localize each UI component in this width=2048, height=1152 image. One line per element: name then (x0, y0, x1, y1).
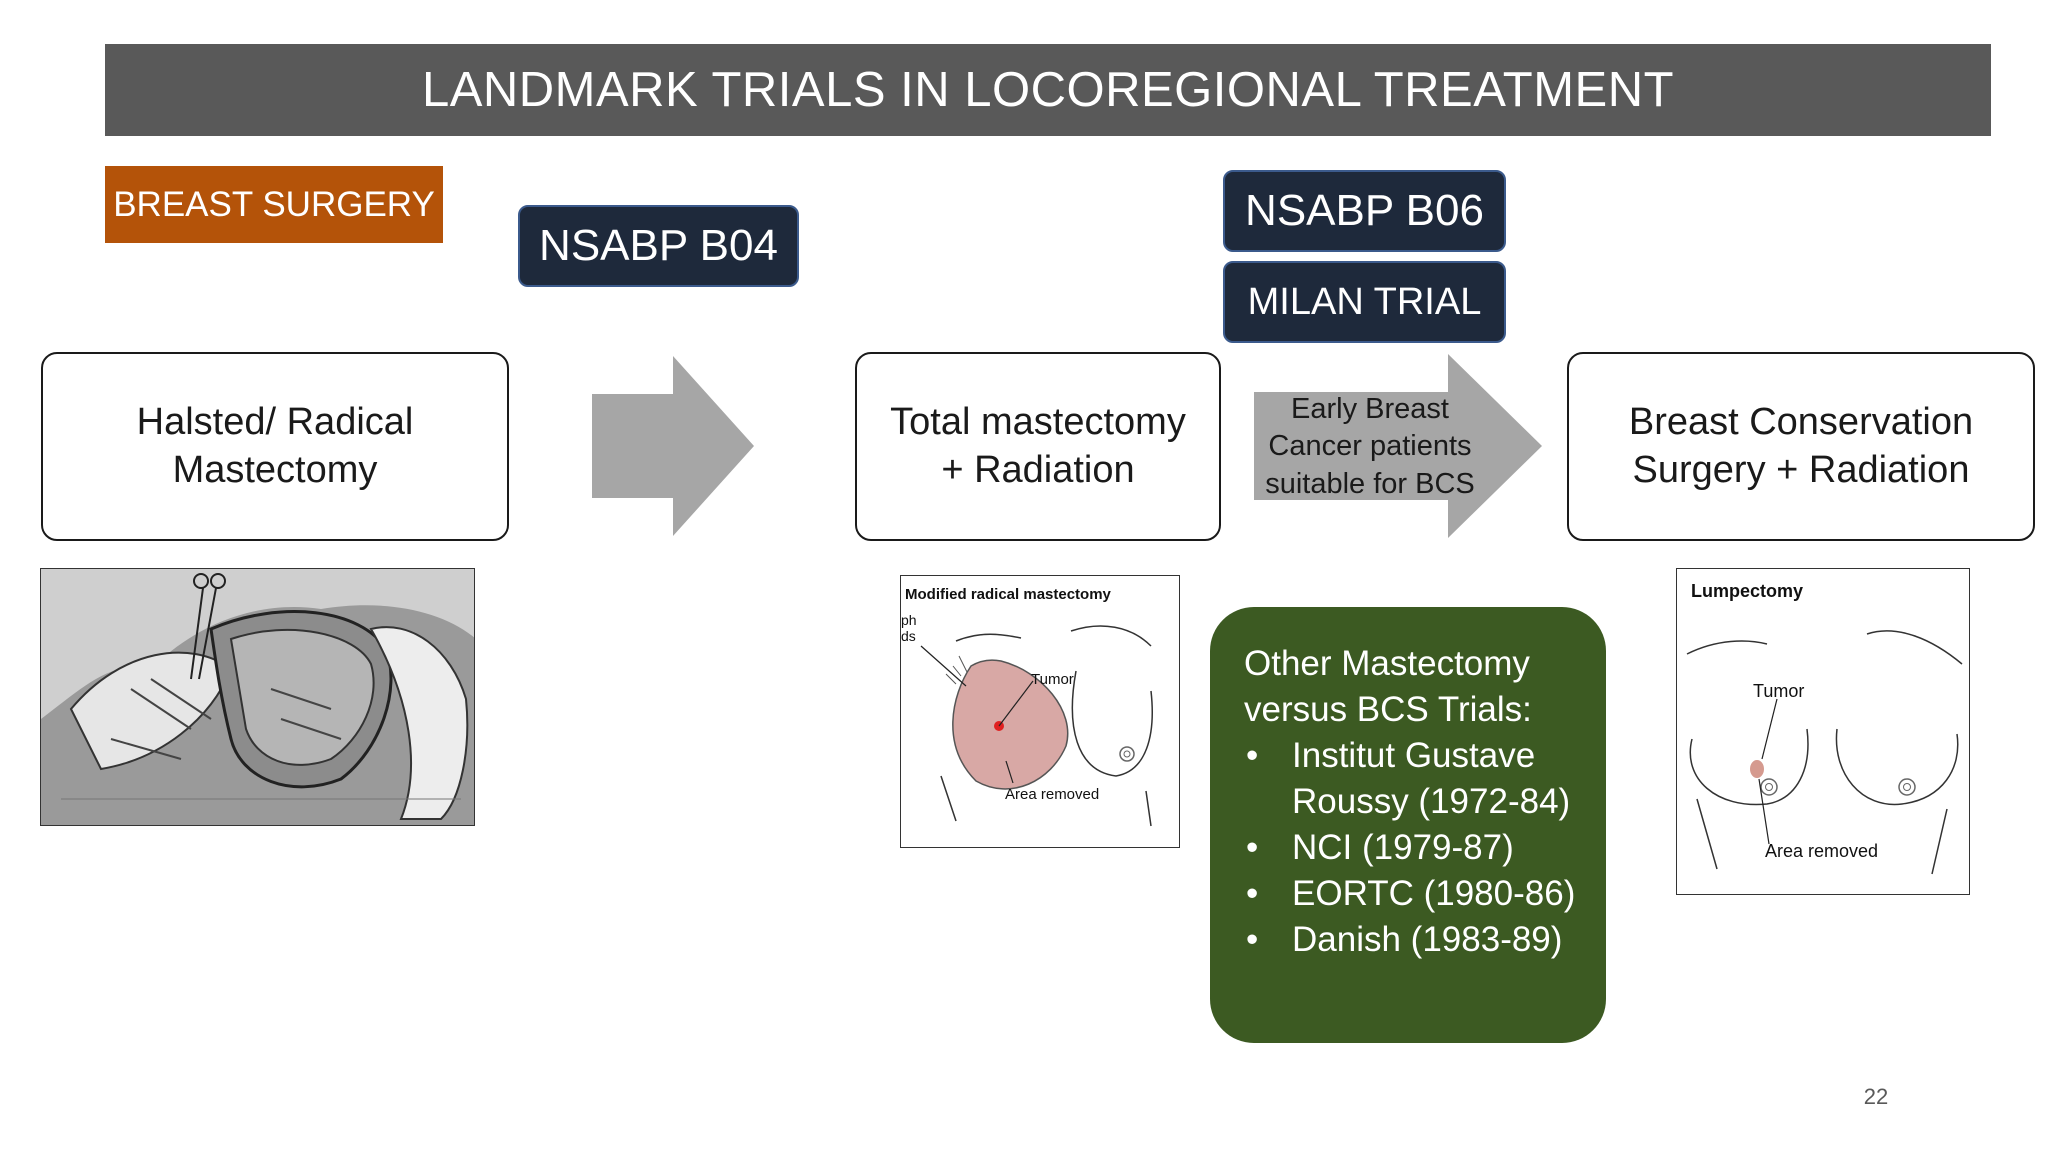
right-arrow-icon (592, 356, 754, 536)
list-item-text: EORTC (1980-86) (1292, 874, 1576, 913)
figure-area-label: Area removed (1765, 841, 1879, 861)
figure-area-label: Area removed (1005, 786, 1100, 803)
halsted-surgery-illustration (40, 568, 475, 826)
figure-title: Modified radical mastectomy (905, 586, 1111, 603)
other-trials-list: Institut Gustave Roussy (1972-84) NCI (1… (1244, 733, 1586, 963)
figure-tumor-label: Tumor (1753, 681, 1805, 701)
section-tag: BREAST SURGERY (105, 166, 443, 243)
arrow-caption-line: suitable for BCS (1265, 467, 1475, 500)
figure-tumor-label: Tumor (1031, 671, 1074, 688)
arrow-caption: Early Breast Cancer patients suitable fo… (1254, 386, 1486, 508)
stage-line: Breast Conservation (1628, 401, 1974, 443)
trial-label-nsabp-b04: NSABP B04 (518, 205, 799, 287)
breast-diagram-icon (1686, 630, 1963, 875)
slide-title-text: LANDMARK TRIALS IN LOCOREGIONAL TREATMEN… (421, 63, 1675, 117)
stage-line: Total mastectomy (890, 401, 1186, 443)
stage-box-halsted: Halsted/ Radical Mastectomy (41, 352, 509, 541)
stage-line: Mastectomy (172, 448, 378, 491)
arrow-caption-line: Cancer patients (1268, 430, 1472, 463)
list-item-text: NCI (1979-87) (1292, 828, 1514, 867)
other-trials-heading: Other Mastectomy (1244, 644, 1530, 683)
right-arrow-icon (1254, 354, 1542, 538)
list-item-text: Danish (1983-89) (1292, 920, 1563, 959)
page-number: 22 (1863, 1084, 1889, 1109)
other-trials-heading: versus BCS Trials: (1244, 690, 1532, 729)
section-tag-text: BREAST SURGERY (113, 184, 435, 224)
trial-label-text: MILAN TRIAL (1247, 280, 1482, 323)
list-item: Danish (1983-89) (1244, 917, 1586, 963)
arrow-caption-line: Early Breast (1291, 393, 1449, 426)
slide-title: LANDMARK TRIALS IN LOCOREGIONAL TREATMEN… (105, 44, 1991, 136)
trial-label-text: NSABP B06 (1245, 186, 1484, 235)
figure-edge-text: ds (901, 628, 916, 644)
figure-title: Lumpectomy (1691, 581, 1804, 601)
stage-box-breast-conservation: Breast Conservation Surgery + Radiation (1567, 352, 2035, 541)
list-item: NCI (1979-87) (1244, 825, 1586, 871)
figure-edge-text: ph (901, 612, 917, 628)
trial-label-text: NSABP B04 (539, 221, 778, 270)
modified-radical-mastectomy-diagram: Modified radical mastectomy ph ds Tumor … (900, 575, 1180, 848)
progression-arrow-1 (590, 352, 756, 541)
stage-line: Surgery + Radiation (1632, 448, 1970, 491)
trial-label-nsabp-b06: NSABP B06 (1223, 170, 1506, 252)
list-item-text: Institut Gustave (1292, 736, 1536, 775)
lumpectomy-diagram: Lumpectomy Tumor Area removed (1676, 568, 1970, 895)
progression-arrow-2 (1252, 352, 1544, 541)
other-trials-box: Other Mastectomy versus BCS Trials: Inst… (1210, 607, 1606, 1043)
stage-box-total-mastectomy: Total mastectomy + Radiation (855, 352, 1221, 541)
list-item: Institut Gustave Roussy (1972-84) (1244, 733, 1586, 825)
trial-label-milan: MILAN TRIAL (1223, 261, 1506, 343)
list-item-text: Roussy (1972-84) (1292, 782, 1571, 821)
engraving-illustration-icon (41, 569, 474, 825)
stage-line: Halsted/ Radical (136, 401, 414, 443)
list-item: EORTC (1980-86) (1244, 871, 1586, 917)
breast-diagram-icon (920, 625, 1153, 827)
stage-line: + Radiation (941, 448, 1135, 491)
